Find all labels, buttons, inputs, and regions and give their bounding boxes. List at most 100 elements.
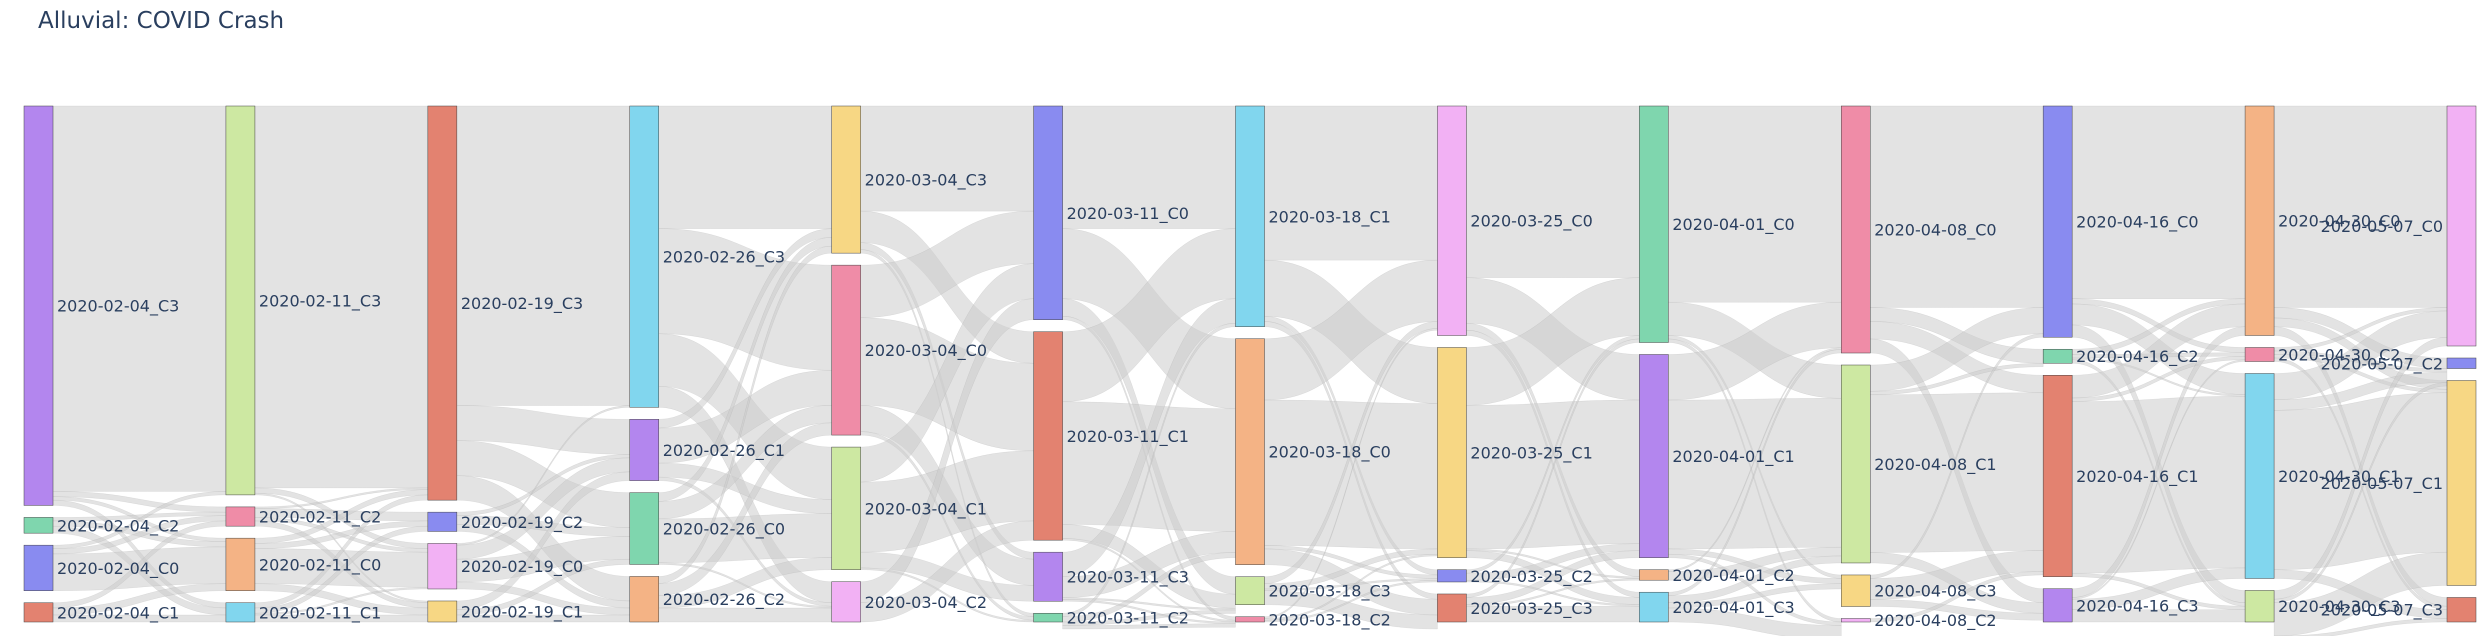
- node-2020-04-08_C2: [1841, 618, 1871, 623]
- node-2020-04-01_C0: [1639, 105, 1669, 343]
- node-2020-04-16_C1: [2042, 375, 2073, 577]
- flow-link: [1466, 399, 1640, 550]
- label-2020-03-04_C3: 2020-03-04_C3: [865, 171, 987, 191]
- label-2020-03-11_C2: 2020-03-11_C2: [1067, 609, 1189, 629]
- node-2020-05-07_C2: [2446, 357, 2477, 369]
- label-2020-02-26_C0: 2020-02-26_C0: [663, 520, 785, 540]
- node-2020-03-25_C1: [1437, 347, 1467, 558]
- flow-link: [1668, 105, 1842, 303]
- node-2020-03-18_C0: [1235, 338, 1265, 565]
- label-2020-03-25_C1: 2020-03-25_C1: [1470, 444, 1592, 464]
- label-2020-04-30_C2: 2020-04-30_C2: [2278, 345, 2400, 365]
- label-2020-04-30_C1: 2020-04-30_C1: [2278, 467, 2400, 487]
- label-2020-03-11_C1: 2020-03-11_C1: [1067, 427, 1189, 447]
- label-2020-02-19_C0: 2020-02-19_C0: [461, 557, 583, 577]
- label-2020-02-19_C1: 2020-02-19_C1: [461, 602, 583, 622]
- label-2020-03-25_C0: 2020-03-25_C0: [1470, 212, 1592, 232]
- node-2020-05-07_C3: [2446, 597, 2477, 623]
- label-2020-05-07_C2: 2020-05-07_C2: [2321, 354, 2443, 374]
- label-2020-02-26_C3: 2020-02-26_C3: [663, 248, 785, 268]
- sankey-links: [52, 105, 2448, 636]
- flow-link: [1062, 623, 1236, 630]
- sankey-labels: 2020-02-04_C3 2020-02-04_C2 2020-02-04_C0 2…: [57, 171, 2443, 632]
- label-2020-04-08_C2: 2020-04-08_C2: [1874, 611, 1996, 631]
- node-2020-04-08_C0: [1841, 105, 1871, 354]
- node-2020-02-26_C3: [629, 105, 659, 408]
- node-2020-03-25_C3: [1437, 593, 1467, 623]
- label-2020-03-18_C2: 2020-03-18_C2: [1269, 610, 1391, 630]
- node-2020-03-04_C0: [831, 264, 861, 436]
- node-2020-02-04_C2: [23, 517, 54, 534]
- node-2020-02-04_C0: [23, 544, 54, 591]
- node-2020-04-16_C0: [2042, 105, 2073, 338]
- node-2020-05-07_C0: [2446, 105, 2477, 347]
- label-2020-03-11_C0: 2020-03-11_C0: [1067, 204, 1189, 224]
- label-2020-04-08_C0: 2020-04-08_C0: [1874, 221, 1996, 241]
- node-2020-02-19_C0: [427, 543, 458, 590]
- node-2020-02-19_C2: [427, 511, 458, 532]
- node-2020-04-30_C3: [2244, 590, 2275, 623]
- node-2020-03-04_C3: [831, 105, 861, 254]
- node-2020-02-19_C1: [427, 600, 458, 623]
- node-2020-04-01_C1: [1639, 354, 1669, 558]
- label-2020-04-16_C0: 2020-04-16_C0: [2076, 213, 2198, 233]
- label-2020-02-11_C1: 2020-02-11_C1: [259, 603, 381, 623]
- sankey-nodes: [23, 105, 2477, 623]
- node-2020-03-04_C1: [831, 446, 861, 570]
- node-2020-03-11_C0: [1033, 105, 1063, 320]
- flow-link: [658, 105, 832, 229]
- label-2020-02-04_C3: 2020-02-04_C3: [57, 297, 179, 317]
- node-2020-03-25_C0: [1437, 105, 1467, 336]
- node-2020-04-30_C1: [2244, 373, 2275, 579]
- node-2020-03-25_C2: [1437, 569, 1467, 583]
- label-2020-03-04_C2: 2020-03-04_C2: [865, 593, 987, 613]
- node-2020-04-16_C2: [2042, 348, 2073, 364]
- label-2020-04-16_C2: 2020-04-16_C2: [2076, 347, 2198, 367]
- label-2020-03-25_C2: 2020-03-25_C2: [1470, 567, 1592, 587]
- label-2020-03-18_C3: 2020-03-18_C3: [1269, 582, 1391, 602]
- label-2020-04-08_C1: 2020-04-08_C1: [1874, 455, 1996, 475]
- flow-link: [1870, 363, 2044, 396]
- label-2020-04-30_C3: 2020-04-30_C3: [2278, 597, 2400, 617]
- node-2020-02-26_C2: [629, 576, 659, 623]
- flow-link: [1870, 105, 2044, 308]
- label-2020-02-26_C2: 2020-02-26_C2: [663, 590, 785, 610]
- label-2020-02-11_C3: 2020-02-11_C3: [259, 291, 381, 311]
- node-2020-02-26_C0: [629, 492, 659, 565]
- node-2020-02-11_C1: [225, 602, 256, 623]
- node-2020-03-18_C2: [1235, 616, 1265, 623]
- chart-title: Alluvial: COVID Crash: [38, 8, 285, 34]
- flow-link: [2273, 105, 2448, 308]
- node-2020-04-01_C3: [1639, 591, 1669, 623]
- label-2020-04-30_C0: 2020-04-30_C0: [2278, 212, 2400, 232]
- node-2020-04-30_C0: [2244, 105, 2275, 336]
- node-2020-03-18_C3: [1235, 576, 1265, 605]
- node-2020-02-11_C0: [225, 537, 256, 591]
- flow-link: [1264, 590, 1438, 630]
- flow-link: [1466, 105, 1640, 278]
- label-2020-02-11_C2: 2020-02-11_C2: [259, 508, 381, 528]
- node-2020-03-11_C1: [1033, 331, 1063, 541]
- flow-link: [658, 607, 832, 623]
- label-2020-02-04_C2: 2020-02-04_C2: [57, 516, 179, 536]
- label-2020-05-07_C3: 2020-05-07_C3: [2321, 601, 2443, 621]
- node-2020-03-04_C2: [831, 581, 861, 623]
- label-2020-04-01_C0: 2020-04-01_C0: [1672, 215, 1794, 235]
- node-2020-04-30_C2: [2244, 347, 2275, 362]
- label-2020-04-16_C3: 2020-04-16_C3: [2076, 596, 2198, 616]
- node-2020-03-11_C3: [1033, 551, 1063, 602]
- label-2020-02-04_C0: 2020-02-04_C0: [57, 559, 179, 579]
- label-2020-04-01_C3: 2020-04-01_C3: [1672, 598, 1794, 618]
- node-2020-04-01_C2: [1639, 569, 1669, 581]
- node-2020-02-11_C3: [225, 105, 256, 496]
- label-2020-03-18_C1: 2020-03-18_C1: [1269, 207, 1391, 227]
- node-2020-03-18_C1: [1235, 105, 1265, 327]
- label-2020-02-11_C0: 2020-02-11_C0: [259, 555, 381, 575]
- node-2020-03-11_C2: [1033, 612, 1063, 623]
- label-2020-05-07_C1: 2020-05-07_C1: [2321, 474, 2443, 494]
- label-2020-05-07_C0: 2020-05-07_C0: [2321, 217, 2443, 237]
- label-2020-03-04_C0: 2020-03-04_C0: [865, 341, 987, 361]
- node-2020-02-11_C2: [225, 506, 256, 527]
- node-2020-05-07_C1: [2446, 380, 2477, 586]
